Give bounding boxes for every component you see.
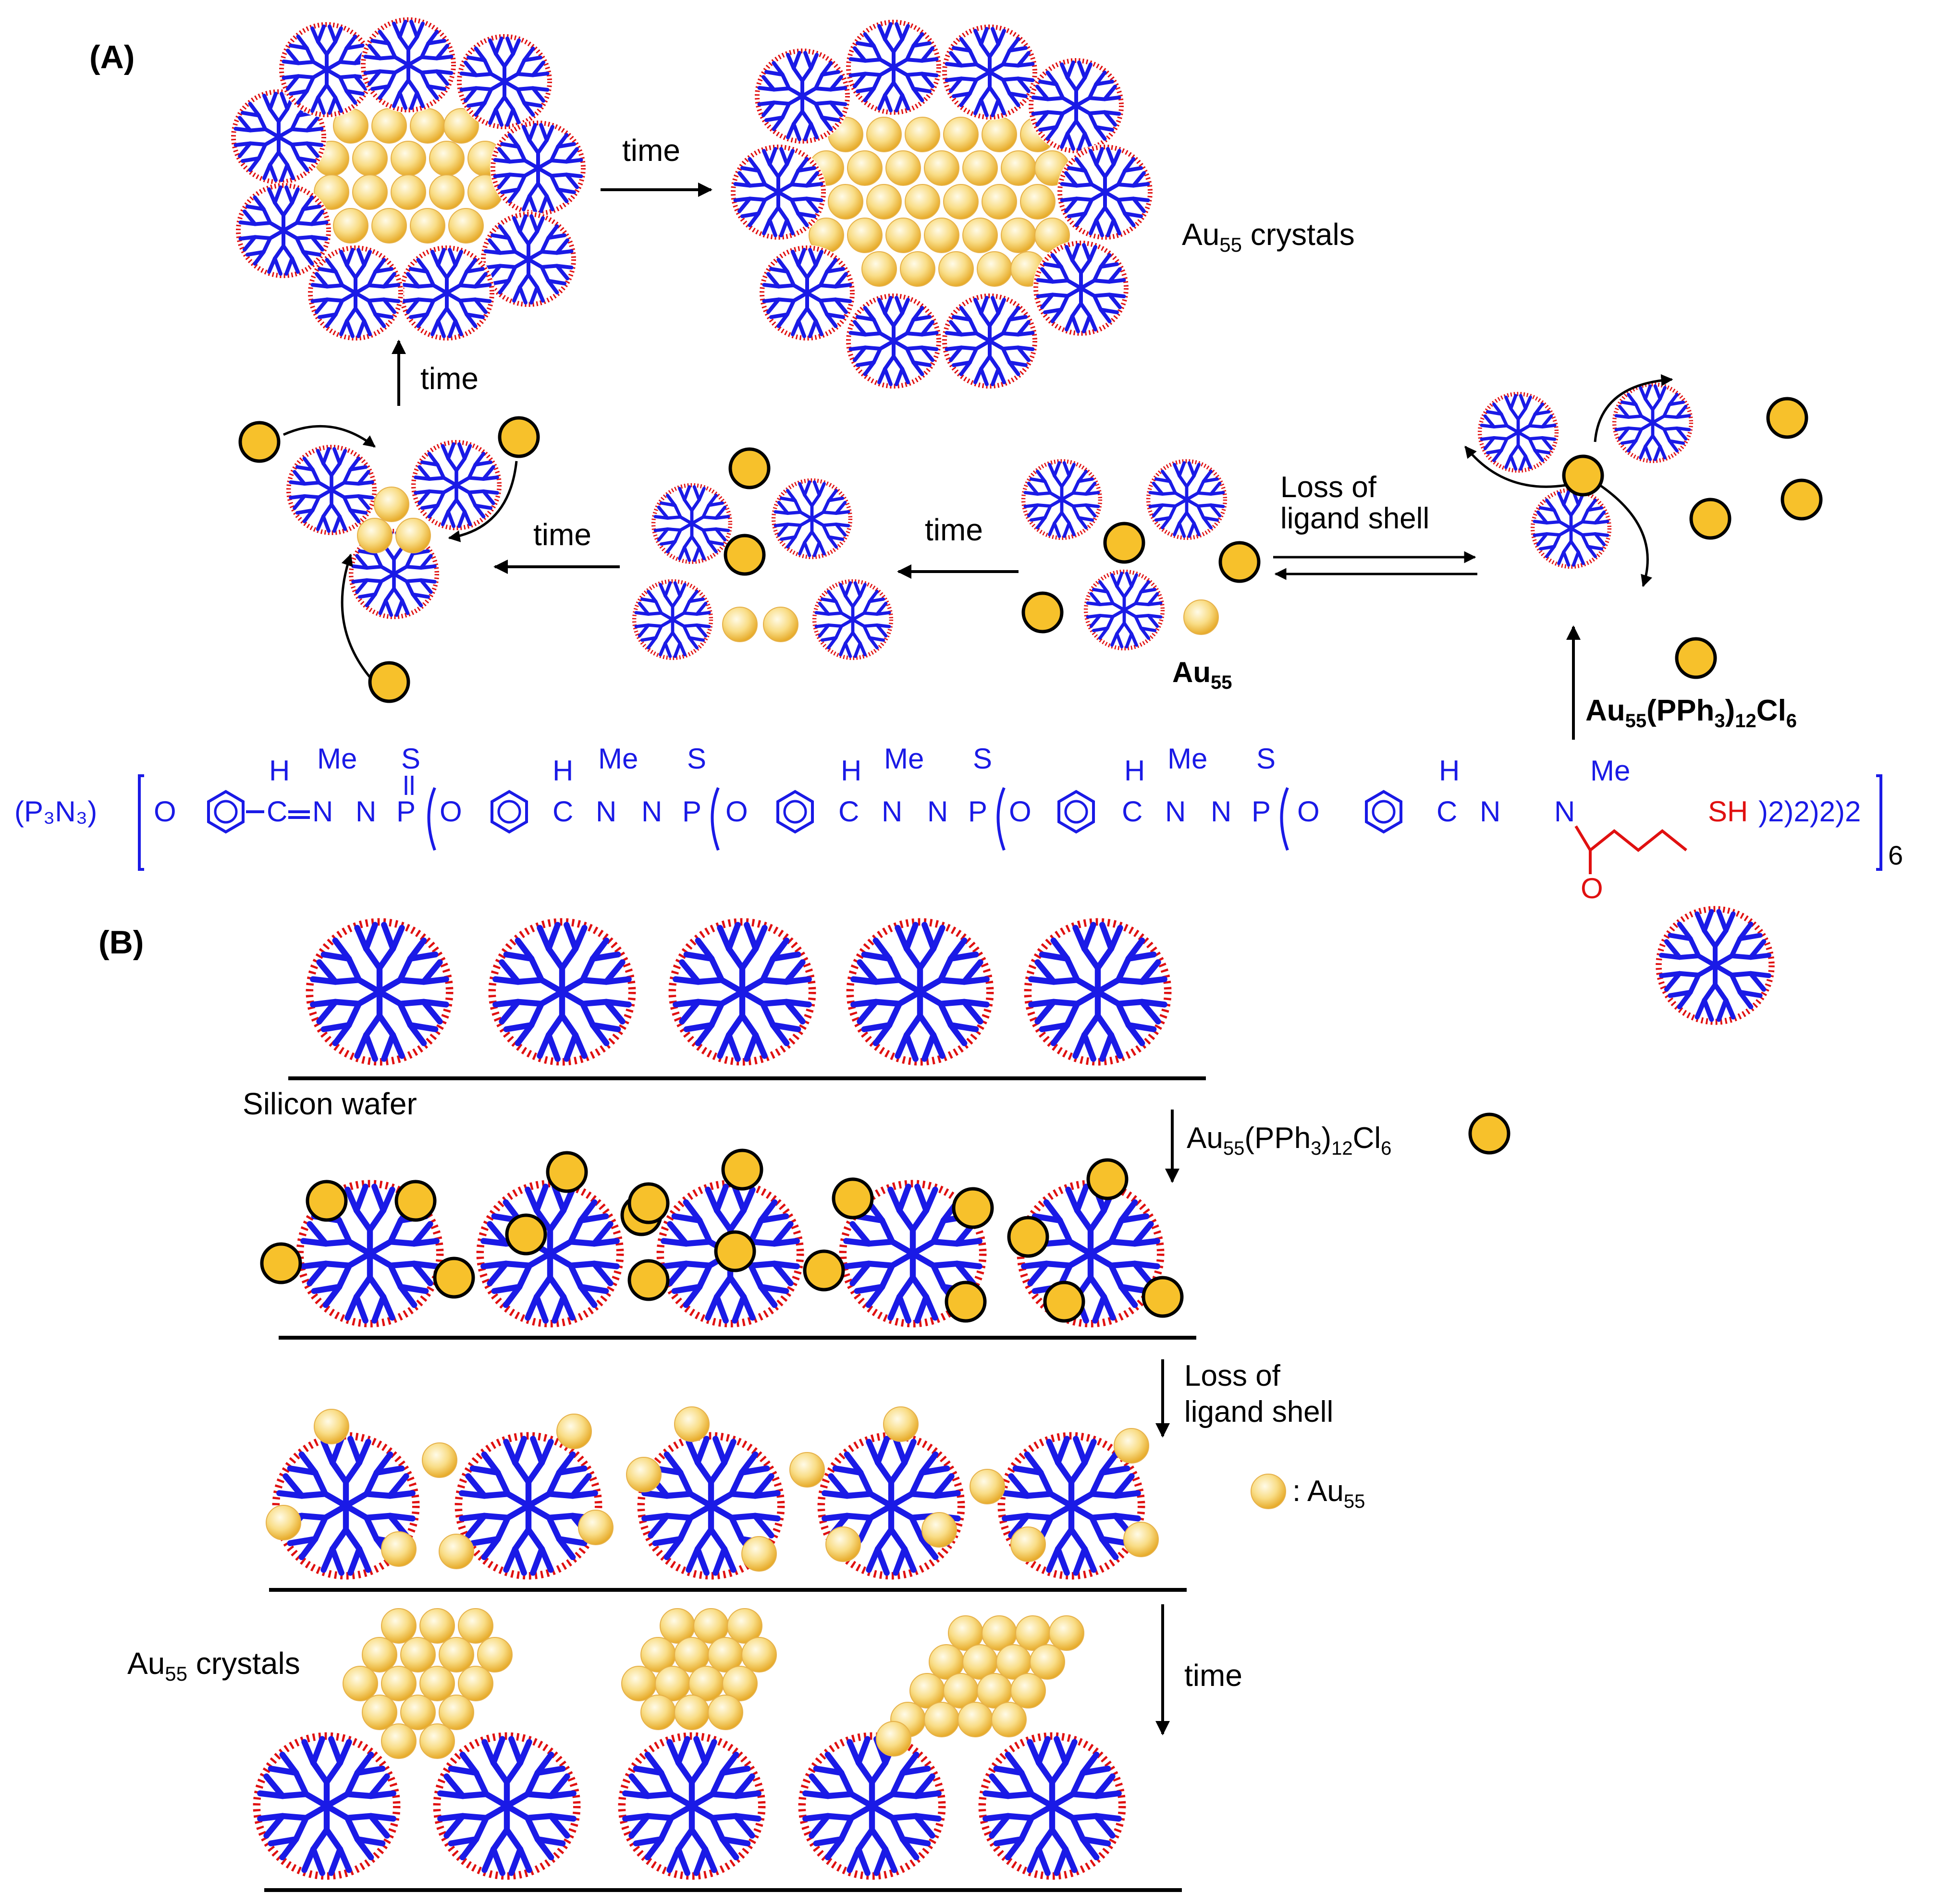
row-crystals: [252, 1608, 1182, 1892]
svg-text:N: N: [641, 795, 662, 828]
row-capped-clusters: [262, 1150, 1196, 1340]
dendrimer-icon: [1655, 905, 1775, 1025]
capped-cluster-stage: [1464, 374, 1821, 587]
svg-text:O: O: [725, 795, 748, 828]
svg-text:P: P: [968, 795, 987, 828]
silicon-wafer-label: Silicon wafer: [243, 1086, 417, 1121]
svg-text:H: H: [1124, 755, 1145, 787]
early-aggregation-stage: [632, 449, 894, 660]
svg-text:S: S: [973, 743, 992, 775]
loss-label-a-line2: ligand shell: [1280, 502, 1429, 535]
svg-text:Me: Me: [884, 743, 924, 775]
svg-text:C: C: [838, 795, 859, 828]
svg-text:N: N: [312, 795, 333, 828]
svg-text:Me: Me: [1590, 755, 1630, 787]
svg-text:C: C: [1437, 795, 1457, 828]
svg-text:H: H: [1439, 755, 1460, 787]
svg-text:H: H: [553, 755, 573, 787]
svg-text:P: P: [1252, 795, 1271, 828]
svg-text:SH: SH: [1708, 795, 1748, 828]
ligand-loss-stage: [1021, 459, 1259, 651]
svg-text:N: N: [596, 795, 616, 828]
nucleation-stage: [240, 418, 538, 701]
gold-core-large: [809, 117, 1070, 287]
aggregate-crystal: [730, 19, 1153, 389]
loss-label-b-line1: Loss of: [1184, 1359, 1281, 1392]
dendrimer-formula: (P₃N₃) O H C N N Me P S O H C N N Me P S…: [14, 743, 1903, 904]
time-label-mid-left: time: [533, 517, 591, 552]
au55-label: Au55: [1172, 656, 1232, 693]
svg-text:C: C: [1122, 795, 1142, 828]
legend-au55: : Au55: [1292, 1475, 1365, 1512]
time-label-top: time: [622, 133, 680, 168]
svg-text:H: H: [841, 755, 861, 787]
svg-text:N: N: [1165, 795, 1186, 828]
time-label-b: time: [1184, 1658, 1242, 1693]
svg-text:)2)2)2)2: )2)2)2)2: [1758, 795, 1861, 828]
aggregate-initial: [231, 17, 586, 341]
crystals-label-a: Au55 crystals: [1182, 217, 1355, 256]
gold-core: [314, 108, 503, 244]
svg-text:H: H: [269, 755, 290, 787]
svg-text:O: O: [1581, 872, 1603, 904]
time-label-mid: time: [925, 513, 983, 547]
reagent-label-b: Au55(PPh3)12Cl6: [1187, 1122, 1391, 1159]
row-bare-clusters: [266, 1406, 1187, 1592]
crystal-middle: [621, 1608, 777, 1730]
crystals-label-b: Au55 crystals: [127, 1646, 300, 1685]
svg-text:O: O: [1009, 795, 1031, 828]
svg-text:N: N: [882, 795, 902, 828]
svg-text:O: O: [154, 795, 176, 828]
svg-text:Me: Me: [1167, 743, 1207, 775]
formula-core: (P₃N₃): [14, 795, 97, 828]
svg-text:N: N: [927, 795, 948, 828]
svg-text:Me: Me: [317, 743, 357, 775]
dendrimer-ring-large: [730, 19, 1153, 389]
svg-text:N: N: [1554, 795, 1575, 828]
panel-a-label: (A): [89, 39, 135, 75]
svg-text:O: O: [440, 795, 462, 828]
time-label-vertical: time: [420, 361, 479, 396]
svg-text:C: C: [553, 795, 573, 828]
row-dendrimers-on-wafer: [288, 917, 1206, 1080]
svg-text:N: N: [356, 795, 376, 828]
svg-text:N: N: [1480, 795, 1500, 828]
loss-label-a-line1: Loss of: [1280, 471, 1377, 504]
panel-b-label: (B): [98, 924, 144, 961]
svg-text:N: N: [1211, 795, 1231, 828]
svg-text:C: C: [267, 795, 287, 828]
svg-text:S: S: [401, 743, 420, 775]
reagent-label-a: Au55(PPh3)12Cl6: [1585, 694, 1797, 732]
loss-label-b-line2: ligand shell: [1184, 1395, 1333, 1428]
svg-text:S: S: [1256, 743, 1276, 775]
svg-text:P: P: [682, 795, 701, 828]
svg-text:6: 6: [1888, 840, 1903, 870]
svg-text:P: P: [396, 795, 416, 828]
svg-text:S: S: [687, 743, 706, 775]
svg-text:O: O: [1297, 795, 1320, 828]
svg-text:Me: Me: [598, 743, 638, 775]
